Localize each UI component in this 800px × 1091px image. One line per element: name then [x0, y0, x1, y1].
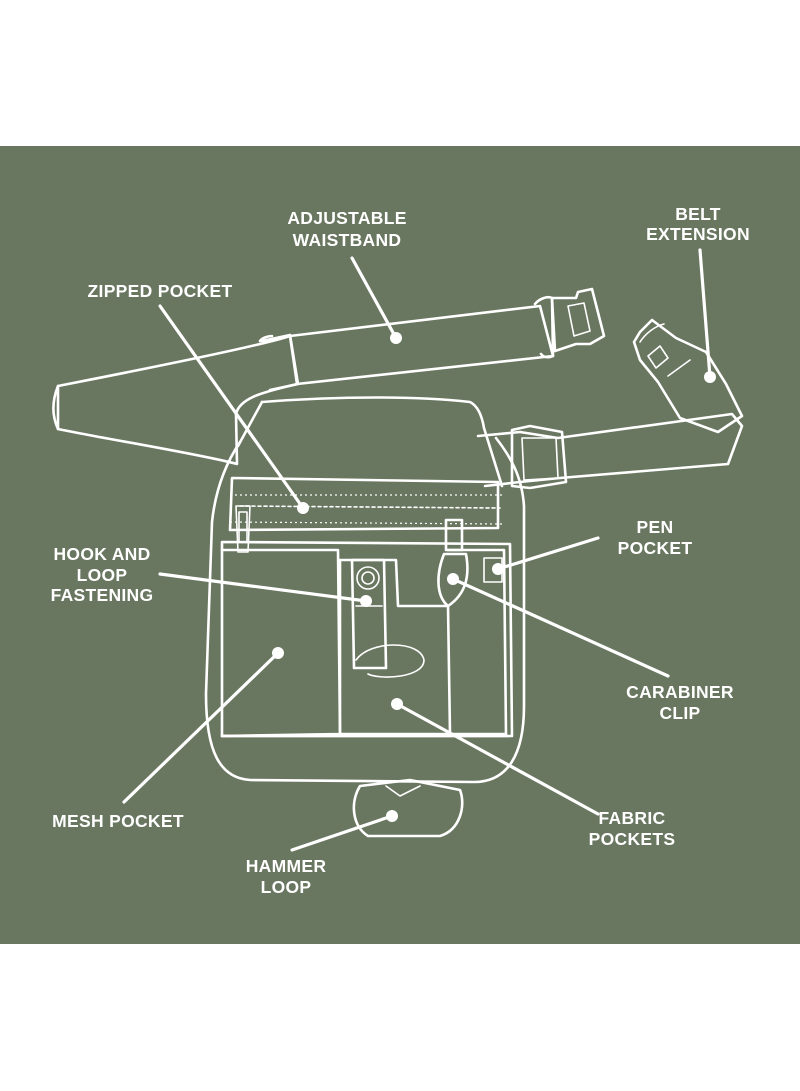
background	[0, 146, 800, 944]
callout-labels: ADJUSTABLE WAISTBAND BELT EXTENSION ZIPP…	[51, 204, 750, 897]
waistband-illustration	[52, 287, 744, 490]
dot-hook-loop	[360, 595, 372, 607]
label-carabiner-clip-line2: CLIP	[659, 703, 700, 723]
label-hook-and-loop-line2: LOOP	[77, 565, 128, 585]
leader-pen-pocket	[496, 536, 600, 571]
label-belt-extension-line2: EXTENSION	[646, 224, 750, 244]
leader-mesh-pocket	[122, 651, 280, 804]
label-hook-and-loop-line3: FASTENING	[51, 585, 154, 605]
leader-hammer-loop	[290, 814, 394, 852]
dot-hammer-loop	[386, 810, 398, 822]
dot-zipped-pocket	[297, 502, 309, 514]
label-hook-and-loop-line1: HOOK AND	[53, 544, 150, 564]
label-adjustable-waistband-line1: ADJUSTABLE	[287, 208, 406, 228]
label-adjustable-waistband-line2: WAISTBAND	[293, 230, 402, 250]
tool-belt-diagram: ADJUSTABLE WAISTBAND BELT EXTENSION ZIPP…	[0, 146, 800, 944]
label-fabric-pockets-line1: FABRIC	[599, 808, 666, 828]
label-zipped-pocket: ZIPPED POCKET	[88, 281, 233, 301]
leader-zipped-pocket	[158, 304, 305, 510]
dot-carabiner	[447, 573, 459, 585]
dot-mesh-pocket	[272, 647, 284, 659]
leader-hook-loop	[158, 572, 368, 603]
dot-fabric-pockets	[391, 698, 403, 710]
label-pen-pocket-line1: PEN	[637, 517, 674, 537]
leader-waistband	[350, 256, 398, 340]
dot-pen-pocket	[492, 563, 504, 575]
label-belt-extension-line1: BELT	[675, 204, 721, 224]
callout-lines	[122, 248, 716, 852]
label-carabiner-clip-line1: CARABINER	[626, 682, 734, 702]
bag-illustration	[204, 396, 526, 838]
label-mesh-pocket: MESH POCKET	[52, 811, 184, 831]
label-pen-pocket-line2: POCKET	[618, 538, 693, 558]
dot-belt-extension	[704, 371, 716, 383]
leader-belt-extension	[698, 248, 712, 379]
label-fabric-pockets-line2: POCKETS	[589, 829, 676, 849]
leader-fabric-pockets	[395, 702, 600, 816]
dot-waistband	[390, 332, 402, 344]
label-hammer-loop-line1: HAMMER	[246, 856, 327, 876]
diagram-panel: ADJUSTABLE WAISTBAND BELT EXTENSION ZIPP…	[0, 146, 800, 944]
label-hammer-loop-line2: LOOP	[261, 877, 312, 897]
leader-carabiner	[451, 577, 670, 678]
